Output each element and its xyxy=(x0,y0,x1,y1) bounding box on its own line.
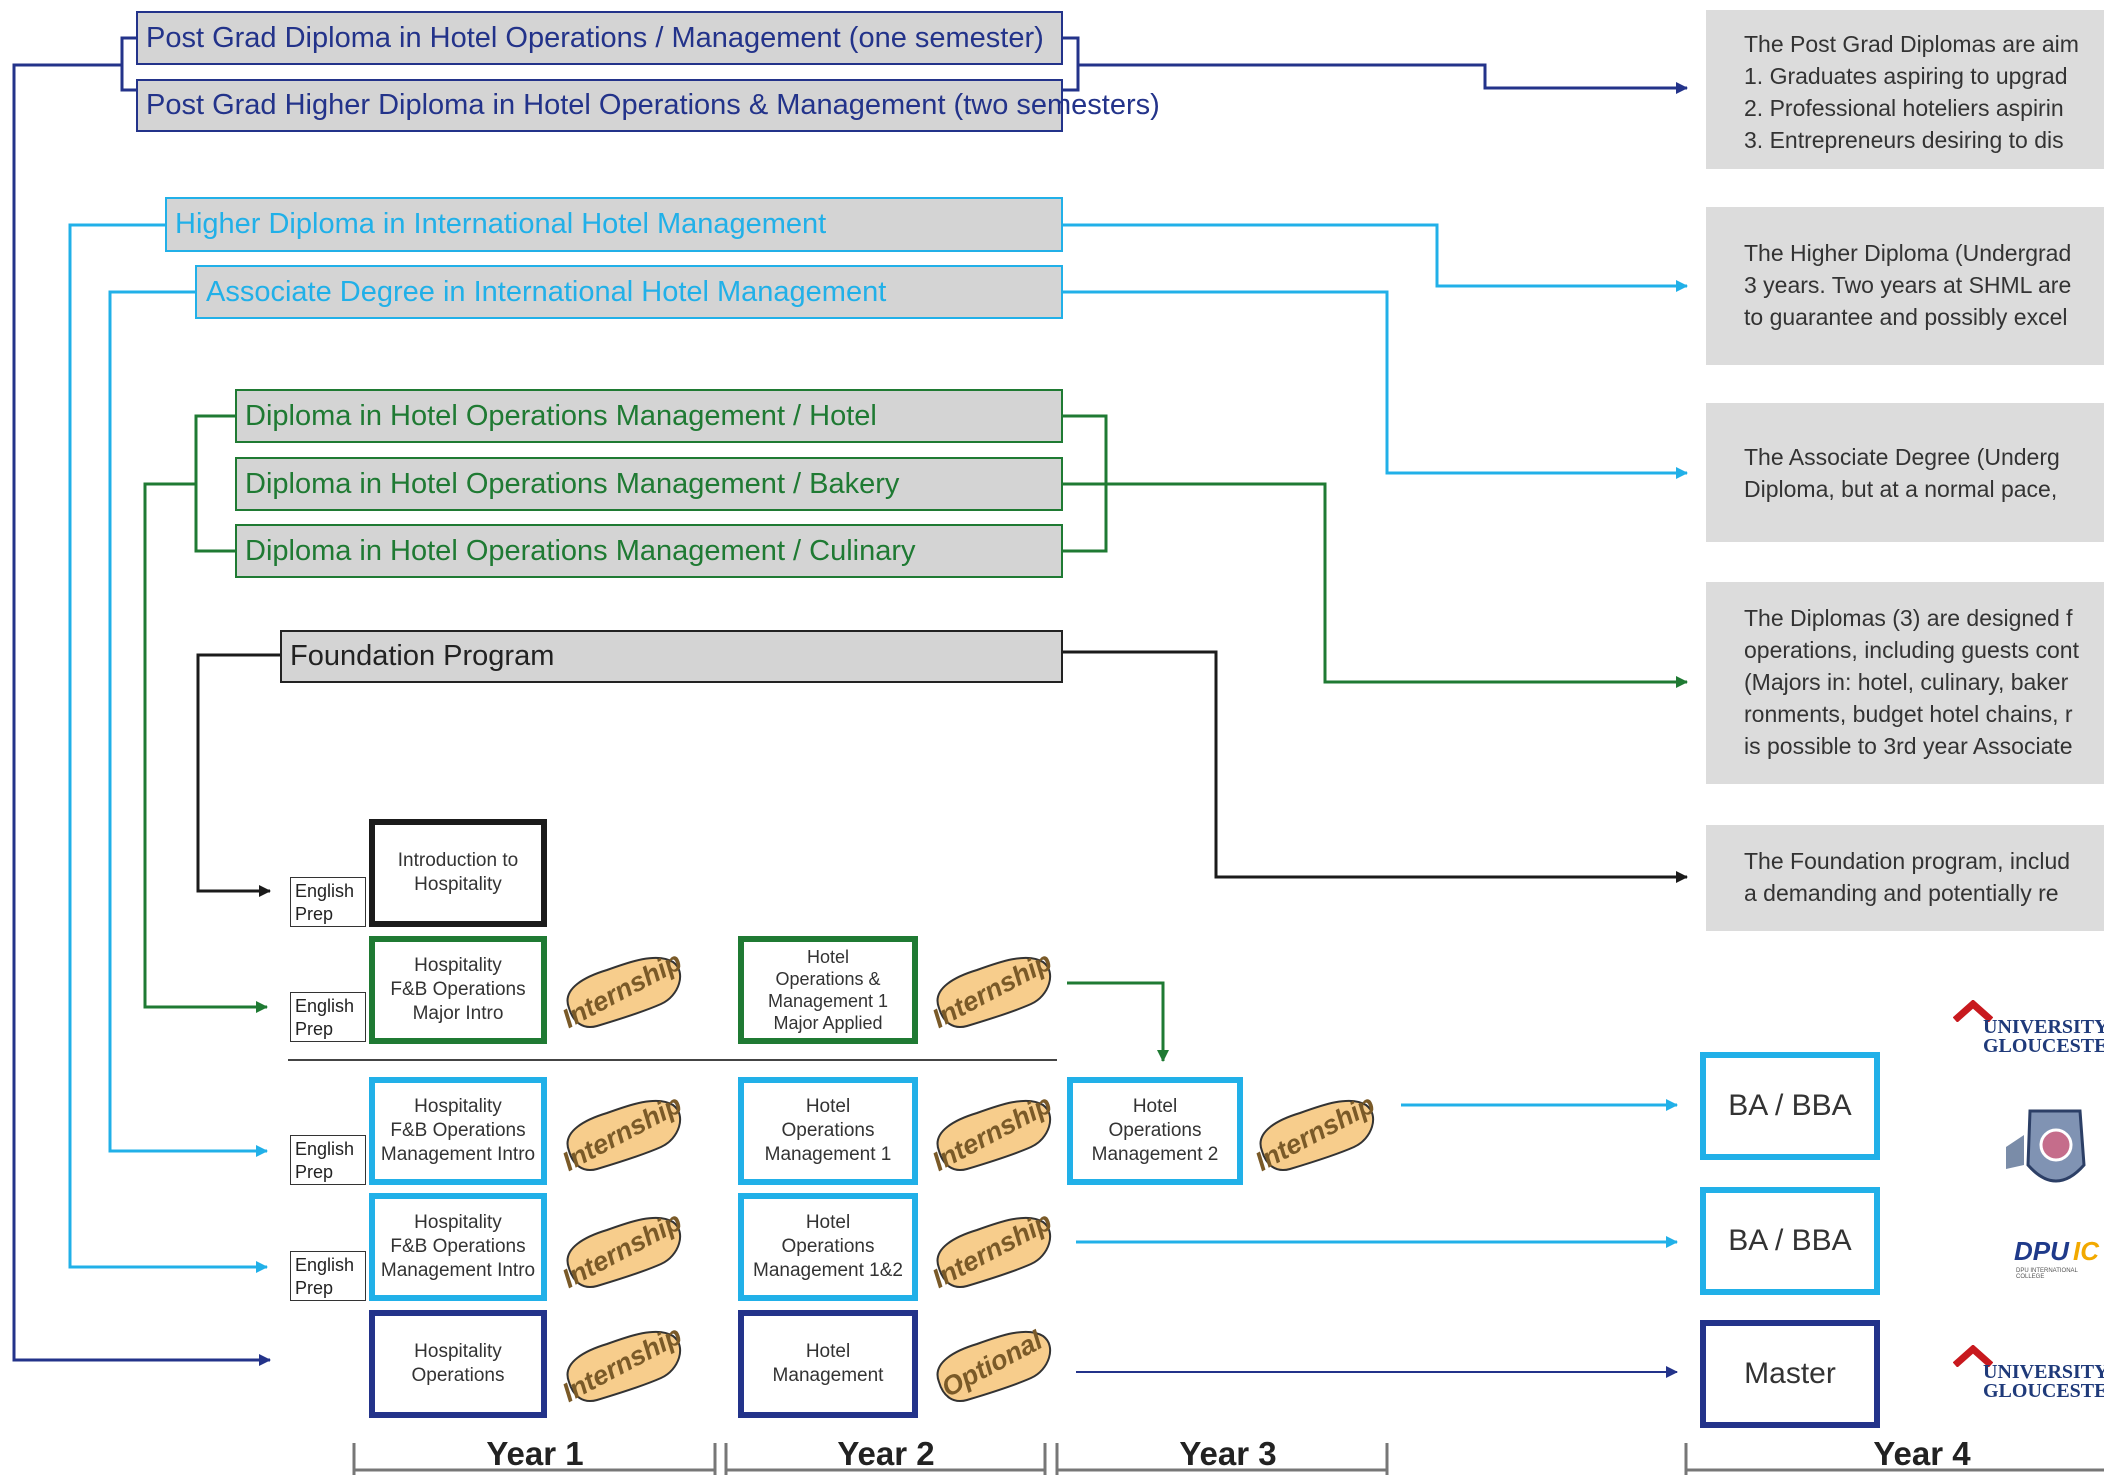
course-intro-hospitality: Introduction to Hospitality xyxy=(369,819,547,927)
internship-badge: Internship xyxy=(557,1088,687,1177)
program-pg-higher-diploma: Post Grad Higher Diploma in Hotel Operat… xyxy=(136,79,1160,132)
degree-ba-bba: BA / BBA xyxy=(1700,1187,1880,1295)
university-gloucestershire-logo: UNIVERSITY GLOUCESTER xyxy=(1949,1000,2104,1070)
year-label: Year 1 xyxy=(486,1435,584,1472)
english-prep: English Prep xyxy=(290,1135,366,1185)
english-prep: English Prep xyxy=(290,877,366,927)
internship-badge: Internship xyxy=(927,1205,1057,1294)
dpu-ic-logo: DPU IC DPU INTERNATIONAL COLLEGE xyxy=(2014,1236,2099,1280)
university-gloucestershire-logo: UNIVERSITY GLOUCESTER xyxy=(1949,1345,2104,1415)
internship-badge: Internship xyxy=(927,1088,1057,1177)
program-higher-diploma: Higher Diploma in International Hotel Ma… xyxy=(165,197,1063,252)
year-label: Year 2 xyxy=(837,1435,935,1472)
program-diploma-bakery: Diploma in Hotel Operations Management /… xyxy=(235,457,1063,511)
optional-badge: Optional xyxy=(927,1322,1057,1406)
crest-logo xyxy=(2000,1105,2104,1199)
english-prep: English Prep xyxy=(290,992,366,1042)
course-hotel-ops-mgmt-1: Hotel Operations Management 1 xyxy=(738,1077,918,1185)
program-pg-diploma: Post Grad Diploma in Hotel Operations / … xyxy=(136,11,1063,65)
program-foundation: Foundation Program xyxy=(280,630,1063,683)
program-diploma-hotel: Diploma in Hotel Operations Management /… xyxy=(235,389,1063,443)
course-fb-operations-major-intro: Hospitality F&B Operations Major Intro xyxy=(369,936,547,1044)
program-diploma-culinary: Diploma in Hotel Operations Management /… xyxy=(235,524,1063,578)
year-label: Year 3 xyxy=(1179,1435,1277,1472)
internship-badge: Internship xyxy=(557,1319,687,1408)
internship-badge: Internship xyxy=(927,945,1057,1034)
course-hotel-management: Hotel Management xyxy=(738,1310,918,1418)
course-hotel-ops-mgmt-1-major: Hotel Operations & Management 1 Major Ap… xyxy=(738,936,918,1044)
internship-badge: Internship xyxy=(557,1205,687,1294)
year-label: Year 4 xyxy=(1873,1435,1971,1472)
english-prep: English Prep xyxy=(290,1251,366,1301)
course-hospitality-operations: Hospitality Operations xyxy=(369,1310,547,1418)
internship-badge: Internship xyxy=(557,945,687,1034)
course-fb-ops-mgmt-intro: Hospitality F&B Operations Management In… xyxy=(369,1077,547,1185)
course-fb-ops-mgmt-intro: Hospitality F&B Operations Management In… xyxy=(369,1193,547,1301)
program-associate-degree: Associate Degree in International Hotel … xyxy=(195,265,1063,319)
course-hotel-ops-mgmt-1-2: Hotel Operations Management 1&2 xyxy=(738,1193,918,1301)
course-hotel-ops-mgmt-2: Hotel Operations Management 2 xyxy=(1067,1077,1243,1185)
degree-ba-bba: BA / BBA xyxy=(1700,1052,1880,1160)
degree-master: Master xyxy=(1700,1320,1880,1428)
internship-badge: Internship xyxy=(1250,1088,1380,1177)
